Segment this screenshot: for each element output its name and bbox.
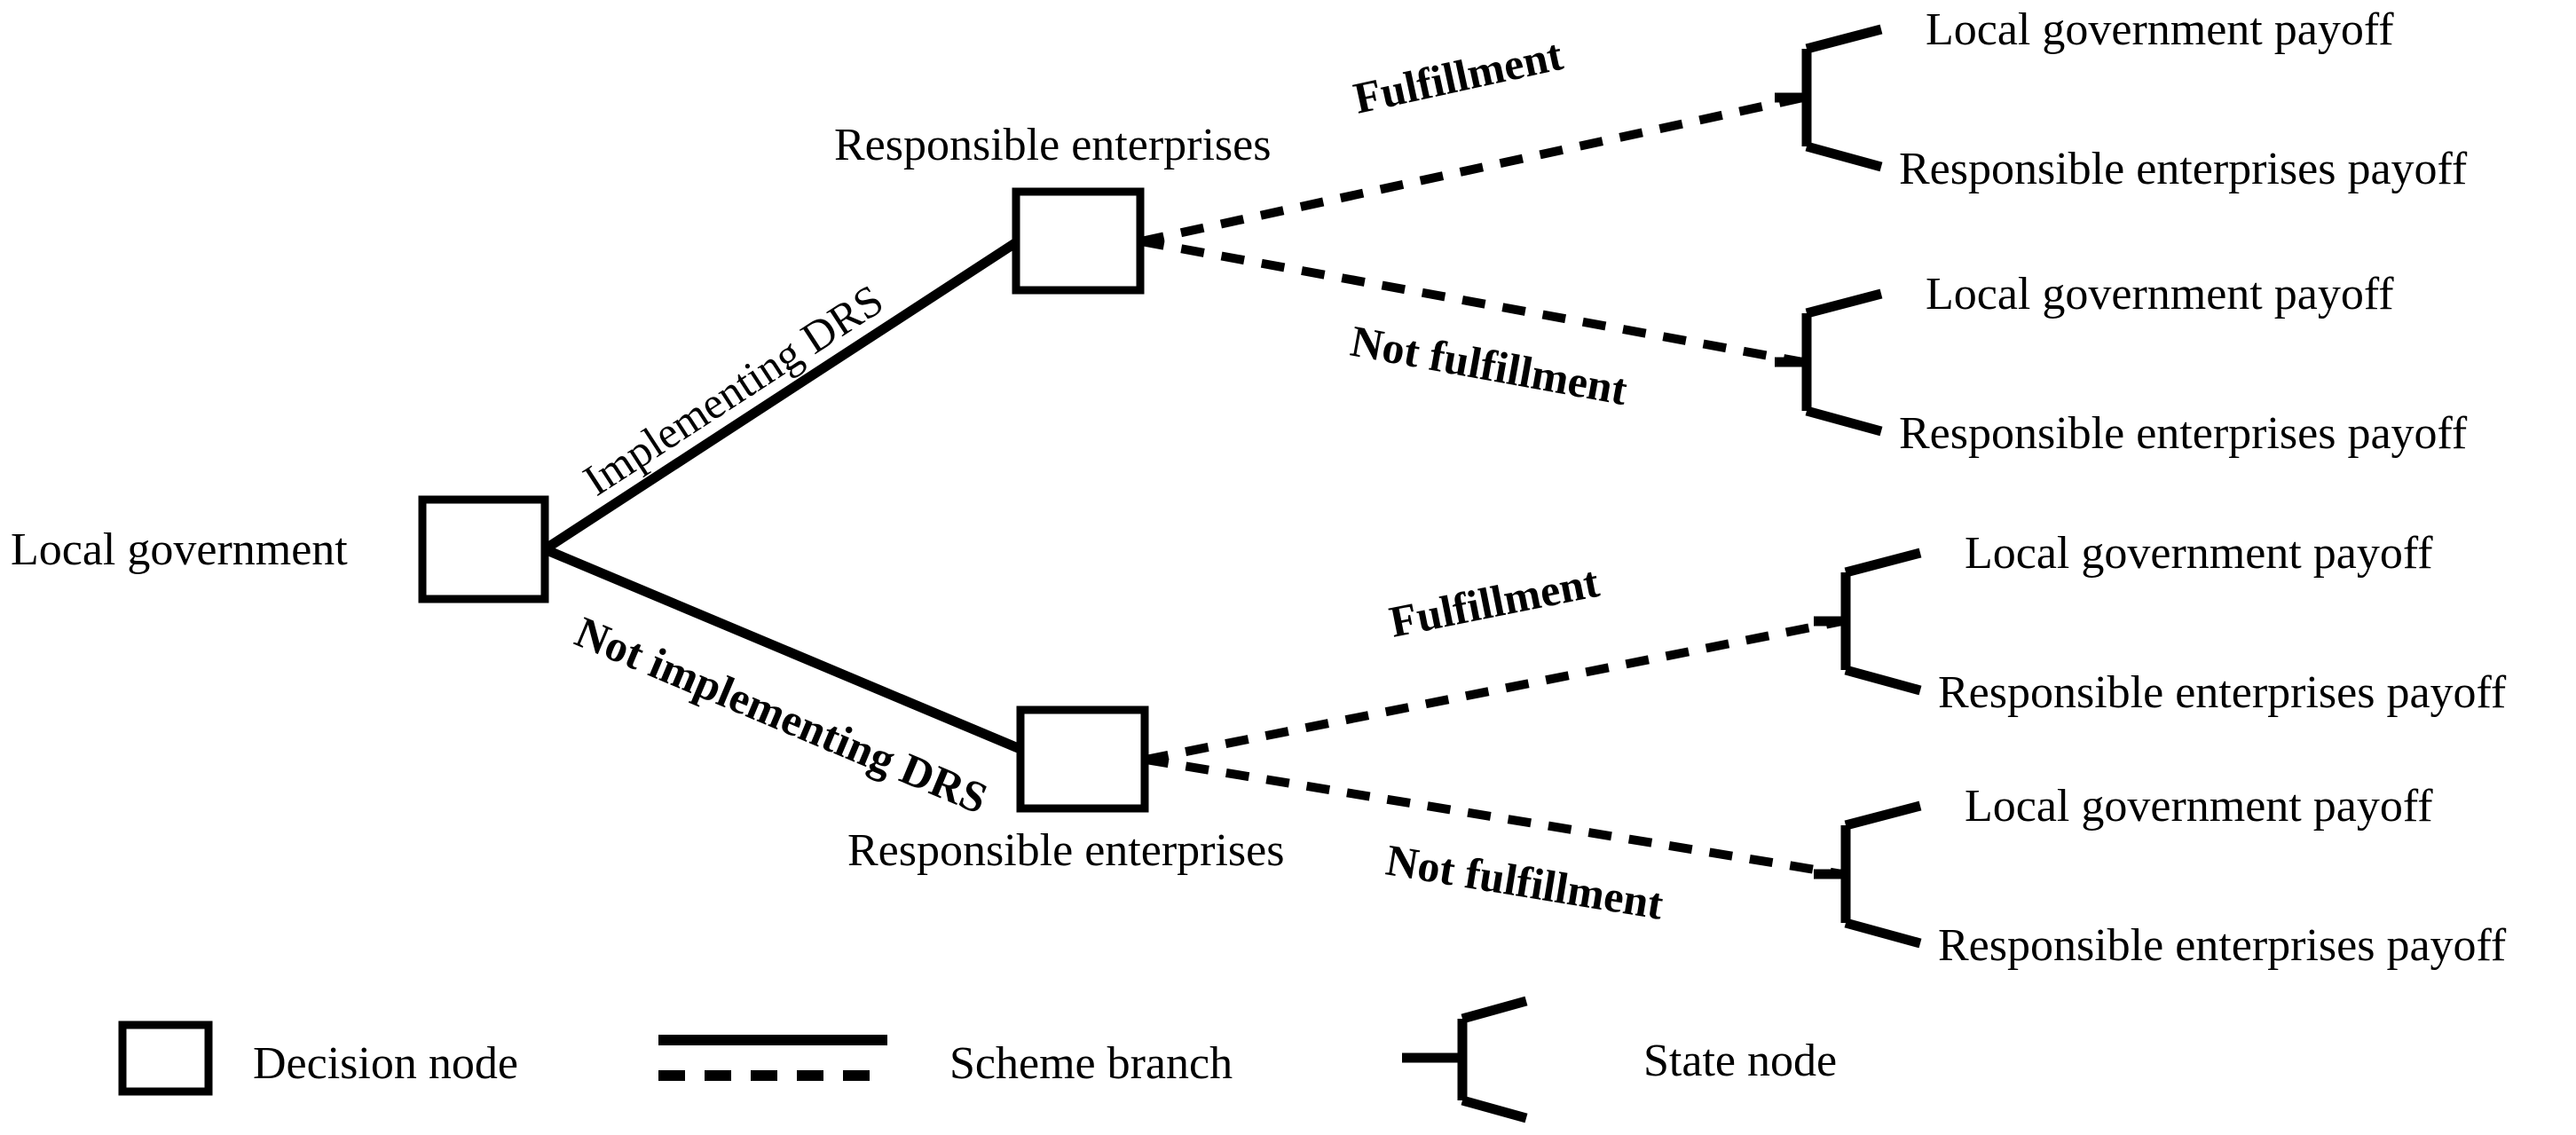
payoff-label-4b: Responsible enterprises payoff [1938, 920, 2507, 971]
payoff-label-1a: Local government payoff [1926, 4, 2394, 55]
decision-node-lower[interactable] [1016, 705, 1149, 813]
legend-icon-state-node [1402, 996, 1528, 1123]
payoff-label-3a: Local government payoff [1965, 528, 2433, 579]
payoff-label-1b: Responsible enterprises payoff [1899, 144, 2468, 194]
branch-label-fulfillment-2: Fulfillment [1385, 556, 1603, 647]
state-node-2[interactable] [1775, 288, 1883, 437]
branch-label-implementing-drs: Implementing DRS [574, 274, 892, 505]
state-node-4[interactable] [1814, 800, 1922, 949]
state-node-3[interactable] [1814, 548, 1922, 696]
decision-node-root[interactable] [418, 495, 549, 603]
decision-node-upper[interactable] [1012, 187, 1145, 295]
branch-label-not-fulfillment-2: Not fulfillment [1383, 835, 1666, 929]
root-node-label: Local government [11, 524, 348, 575]
legend-label-decision-node: Decision node [253, 1038, 518, 1089]
branch-label-not-fulfillment-1: Not fulfillment [1347, 316, 1632, 415]
branch-label-fulfillment-1: Fulfillment [1349, 29, 1567, 123]
payoff-label-4a: Local government payoff [1965, 781, 2433, 832]
payoff-label-3b: Responsible enterprises payoff [1938, 667, 2507, 718]
level1-node-label-lower: Responsible enterprises [847, 825, 1284, 876]
legend-icon-decision-node [118, 1021, 213, 1096]
level1-node-label-upper: Responsible enterprises [834, 120, 1271, 170]
state-node-1[interactable] [1775, 24, 1883, 172]
branch-not-fulfillment-1[interactable] [1140, 237, 1804, 367]
branch-fulfillment-2[interactable] [1145, 617, 1843, 764]
branch-implementing-drs[interactable] [541, 237, 1021, 554]
payoff-label-2b: Responsible enterprises payoff [1899, 408, 2468, 459]
branch-fulfillment-1[interactable] [1139, 93, 1805, 246]
branch-not-fulfillment-2[interactable] [1145, 755, 1843, 879]
payoff-label-2a: Local government payoff [1926, 269, 2394, 319]
legend-label-scheme-branch: Scheme branch [949, 1038, 1233, 1089]
legend-icon-scheme-branch [658, 1035, 887, 1081]
legend-label-state-node: State node [1643, 1036, 1837, 1086]
branch-not-implementing-drs[interactable] [542, 544, 1025, 755]
